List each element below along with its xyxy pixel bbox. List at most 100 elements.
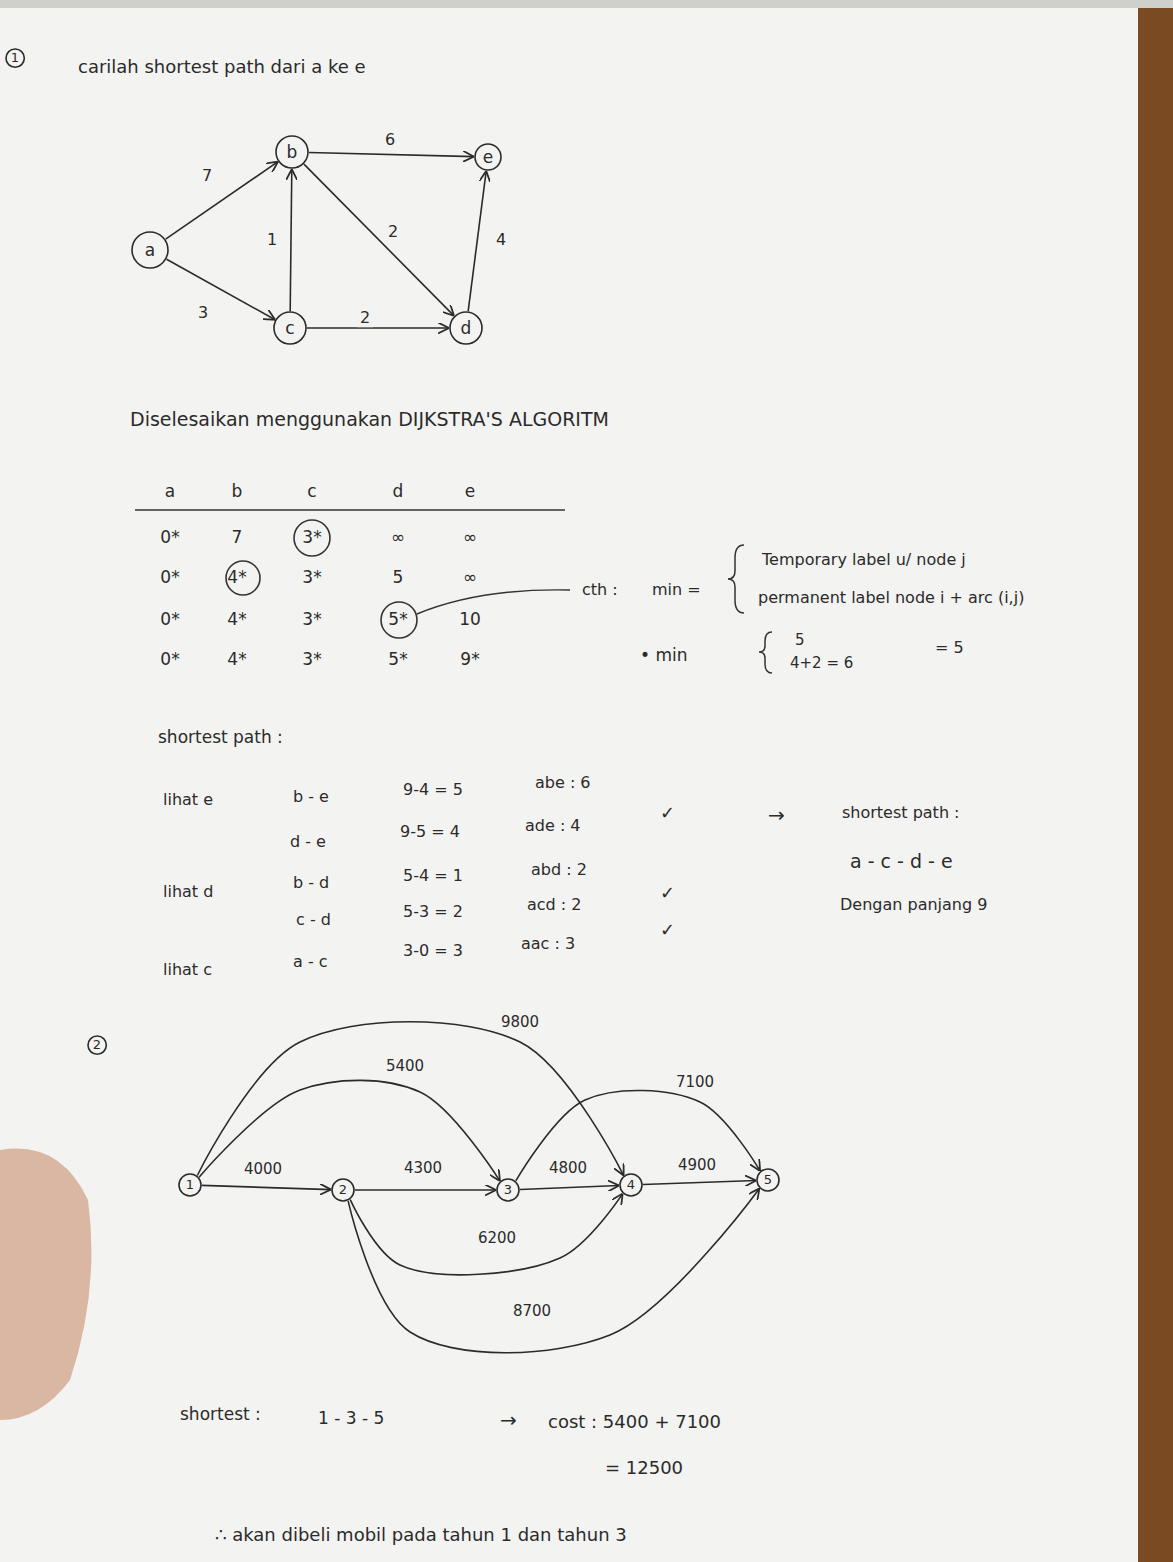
table-cell: 4* [227,568,246,588]
node-label: d [461,319,472,338]
table-cell: 5 [393,568,404,588]
note-text: abe : 6 [535,774,591,792]
highlight-circle [294,520,330,556]
node-label: 4 [627,1178,635,1192]
note-text: shortest path : [842,804,960,822]
note-text: lihat e [163,791,213,809]
table-cell: 4* [227,650,246,670]
arrow-connector [468,171,486,311]
arrow-connector [309,152,474,156]
note-text: = 12500 [605,1458,683,1479]
note-text: 9-5 = 4 [400,823,460,841]
graph-node-circle: 1 [178,1173,202,1197]
edge-weight: 3 [195,304,211,322]
table-cell: 7 [232,528,243,548]
note-text: a - c [293,953,328,971]
arrow-connector [197,1022,623,1176]
circle-outline [88,1036,106,1054]
note-text: min = [652,581,701,599]
question-number-circle: 2 [87,1035,107,1055]
graph-node-circle: 2 [331,1178,355,1202]
note-text: shortest : [180,1405,261,1425]
arrow-connector [307,327,449,329]
table-cell: 5* [388,650,407,670]
note-text: abd : 2 [531,861,587,879]
note-text: ∴ akan dibeli mobil pada tahun 1 dan tah… [215,1525,627,1546]
circle-outline [757,1169,779,1191]
edge-weight: 1 [264,231,280,249]
edge-weight: 6200 [475,1230,519,1247]
node-label: c [285,319,294,338]
note-text: = 5 [935,639,964,657]
arrow-connector [643,1180,756,1184]
edge-weight: 7 [199,167,215,185]
edge-weight: 2 [357,309,373,327]
note-text: cost : 5400 + 7100 [548,1412,721,1433]
arrow-connector [355,1189,496,1191]
note-text: 1 - 3 - 5 [318,1409,384,1429]
paper-shadow [0,0,1173,8]
note-text: 5-3 = 2 [403,903,463,921]
heading-text: Diselesaikan menggunakan DIJKSTRA'S ALGO… [130,409,609,431]
circle-outline [450,312,482,344]
graph-node-circle: d [449,311,483,345]
table-cell: 3* [302,568,321,588]
note-text: Temporary label u/ node j [762,551,966,569]
arrow-connector [350,1194,622,1275]
table-cell: 10 [459,610,481,630]
table-cell: 4* [227,610,246,630]
arrow-symbol: → [768,804,785,827]
graph-node-circle: 5 [756,1168,780,1192]
note-text: permanent label node i + arc (i,j) [758,589,1024,607]
edge-weight: 4 [493,231,509,249]
node-label: 1 [11,51,19,65]
note-text: c - d [296,911,331,929]
edge-weight: 6 [382,131,398,149]
note-text: cth : [582,581,618,599]
note-text: d - e [290,833,326,851]
note-text: aac : 3 [521,935,575,953]
table-cell: e [465,482,475,502]
circle-outline [179,1174,201,1196]
circle-outline [475,144,501,170]
highlight-circle [381,602,417,638]
graph-node-circle: 3 [496,1178,520,1202]
note-text: ade : 4 [525,817,581,835]
table-rule [135,509,565,511]
arrow-symbol: → [500,1409,517,1432]
arrow-connector [167,259,276,319]
graph-node-circle: e [474,143,502,171]
edge-weight: 8700 [510,1303,554,1320]
note-text: b - e [293,788,329,806]
note-text: 4+2 = 6 [790,655,853,672]
note-text: lihat c [163,961,212,979]
note-text: 9-4 = 5 [403,781,463,799]
note-text: acd : 2 [527,896,582,914]
graph-node-circle: b [275,135,309,169]
node-label: 2 [93,1038,101,1052]
question-number-circle: 1 [5,48,25,68]
highlight-circle [226,561,260,595]
table-cell: d [393,482,404,502]
table-cell: 3* [302,528,321,548]
check-mark: ✓ [660,803,675,824]
node-label: b [287,143,298,162]
table-cell: 0* [160,528,179,548]
check-mark: ✓ [660,883,675,904]
note-text: 3-0 = 3 [403,942,463,960]
node-label: 2 [339,1183,347,1197]
note-text: • min [640,646,688,666]
arrow-connector [348,1188,759,1352]
graph-node-circle: a [131,231,169,269]
leader-line [417,590,570,614]
arrow-connector [166,162,278,240]
note-text: 5-4 = 1 [403,867,463,885]
brace [728,545,744,613]
graph-node-circle: 4 [619,1173,643,1197]
circle-outline [497,1179,519,1201]
edge-weight: 5400 [383,1058,427,1075]
table-cell: ∞ [391,528,405,548]
table-cell: 0* [160,610,179,630]
table-cell: ∞ [463,528,477,548]
table-cell: 3* [302,610,321,630]
